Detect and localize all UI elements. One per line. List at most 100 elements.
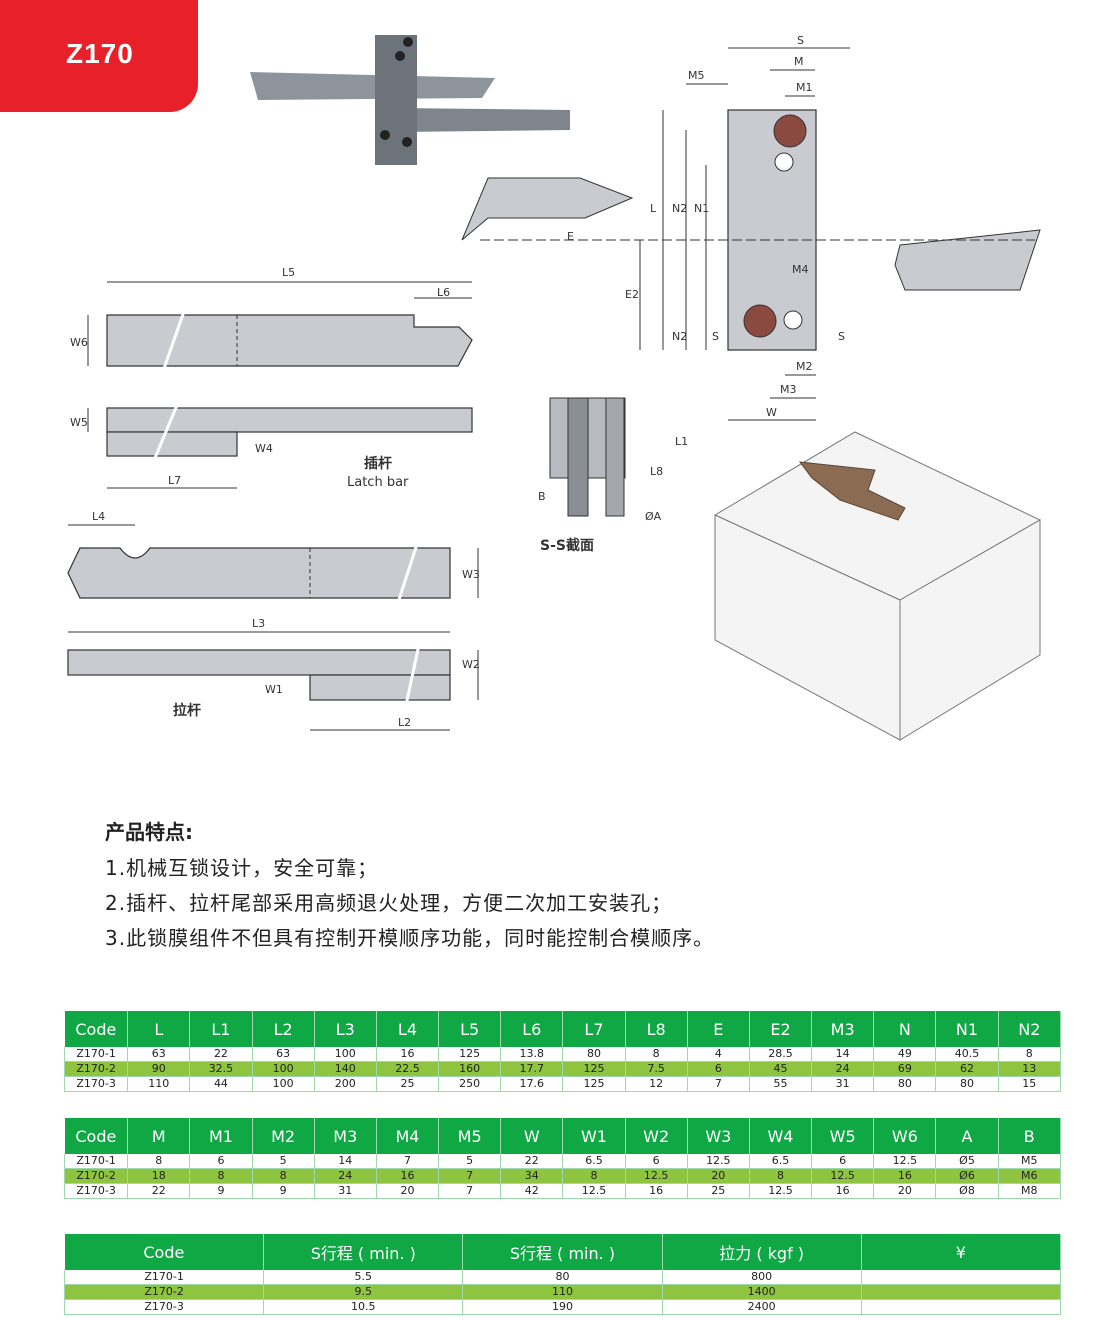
table-cell: 6 bbox=[189, 1154, 253, 1169]
table-cell: 6 bbox=[811, 1154, 875, 1169]
dim-M2: M2 bbox=[796, 360, 813, 373]
table-cell: Z170-1 bbox=[63, 1154, 129, 1169]
table-cell: 14 bbox=[314, 1154, 377, 1169]
column-header: B bbox=[998, 1118, 1062, 1154]
table-cell: 25 bbox=[376, 1076, 440, 1092]
column-header: W5 bbox=[811, 1118, 875, 1154]
column-header: L1 bbox=[189, 1011, 253, 1047]
column-header: 拉力 ( kgf ) bbox=[662, 1234, 862, 1270]
feature-item: 1.机械互锁设计，安全可靠； bbox=[105, 856, 379, 880]
dim-M: M bbox=[794, 55, 804, 68]
column-header: M2 bbox=[252, 1118, 315, 1154]
column-header: M3 bbox=[314, 1118, 377, 1154]
table-cell: 80 bbox=[935, 1076, 999, 1092]
table-cell: 200 bbox=[314, 1076, 377, 1092]
latch-bar-drawing bbox=[106, 314, 473, 457]
dim-W: W bbox=[766, 406, 777, 419]
column-header: W1 bbox=[562, 1118, 626, 1154]
table-cell: 13.8 bbox=[500, 1047, 564, 1062]
table-cell: Z170-1 bbox=[63, 1047, 129, 1062]
table-cell: Ø6 bbox=[935, 1168, 999, 1184]
column-header: S行程 ( min. ) bbox=[462, 1234, 663, 1270]
table-cell: 8 bbox=[189, 1168, 253, 1184]
column-header: W3 bbox=[687, 1118, 750, 1154]
table-cell: 125 bbox=[562, 1076, 626, 1092]
table-cell: 125 bbox=[438, 1047, 502, 1062]
table-cell: 18 bbox=[127, 1168, 191, 1184]
table-cell: 32.5 bbox=[189, 1061, 253, 1077]
technical-drawing: L5 L6 W6 W5 W4 L7 插杆 Latch bar L4 L3 W3 … bbox=[67, 34, 1042, 741]
table-cell: 44 bbox=[189, 1076, 253, 1092]
table-cell: 12.5 bbox=[811, 1168, 875, 1184]
table-cell: 24 bbox=[314, 1168, 377, 1184]
product-photo bbox=[250, 35, 570, 165]
column-header: M5 bbox=[438, 1118, 502, 1154]
table-cell: 110 bbox=[127, 1076, 191, 1092]
dim-N2-bottom: N2 bbox=[672, 330, 687, 343]
table-cell: 100 bbox=[252, 1076, 315, 1092]
table-cell: 16 bbox=[811, 1183, 875, 1199]
table-cell: 31 bbox=[811, 1076, 875, 1092]
table-cell: 12.5 bbox=[562, 1183, 626, 1199]
table-cell: 9 bbox=[189, 1183, 253, 1199]
table-cell: 6 bbox=[625, 1154, 688, 1169]
table-cell: 8 bbox=[749, 1168, 813, 1184]
dim-E2: E2 bbox=[625, 288, 639, 301]
table-cell: 8 bbox=[562, 1168, 626, 1184]
column-header: M3 bbox=[811, 1011, 875, 1047]
column-header: E2 bbox=[749, 1011, 813, 1047]
table-cell: 8 bbox=[625, 1047, 688, 1062]
column-header: N1 bbox=[935, 1011, 999, 1047]
column-header: W4 bbox=[749, 1118, 813, 1154]
dim-L5: L5 bbox=[282, 266, 295, 279]
table-cell: 7 bbox=[376, 1154, 440, 1169]
table-cell: 22 bbox=[500, 1154, 564, 1169]
table-cell: 12.5 bbox=[749, 1183, 813, 1199]
table-cell: Ø5 bbox=[935, 1154, 999, 1169]
table-cell: 22 bbox=[189, 1047, 253, 1062]
column-header: W2 bbox=[625, 1118, 688, 1154]
table-cell: 6.5 bbox=[562, 1154, 626, 1169]
dim-L6: L6 bbox=[437, 286, 450, 299]
dim-M3: M3 bbox=[780, 383, 797, 396]
dim-S-right: S bbox=[838, 330, 845, 343]
column-header: A bbox=[935, 1118, 999, 1154]
table-cell: 800 bbox=[662, 1270, 862, 1285]
column-header: M bbox=[127, 1118, 191, 1154]
table-cell: 140 bbox=[314, 1061, 377, 1077]
column-header: ¥ bbox=[861, 1234, 1062, 1270]
table-cell: 2400 bbox=[662, 1299, 862, 1315]
table-cell: 14 bbox=[811, 1047, 875, 1062]
table-cell: Z170-3 bbox=[63, 1299, 265, 1315]
table-cell: 20 bbox=[687, 1168, 750, 1184]
table-cell: 8 bbox=[127, 1154, 191, 1169]
dim-W5: W5 bbox=[70, 416, 88, 429]
latch-bar-cn-label: 插杆 bbox=[364, 455, 392, 472]
dim-L: L bbox=[650, 202, 657, 215]
table-cell: 16 bbox=[873, 1168, 937, 1184]
table-cell: 17.6 bbox=[500, 1076, 564, 1092]
dim-A: ØA bbox=[645, 510, 662, 523]
table-cell bbox=[861, 1270, 1062, 1285]
dim-W4: W4 bbox=[255, 442, 273, 455]
table-cell bbox=[861, 1299, 1062, 1315]
table-cell: 25 bbox=[687, 1183, 750, 1199]
column-header: W bbox=[500, 1118, 564, 1154]
column-header: L5 bbox=[438, 1011, 502, 1047]
table-cell: 13 bbox=[998, 1061, 1062, 1077]
dim-E: E bbox=[567, 230, 574, 243]
table-cell: Z170-3 bbox=[63, 1183, 129, 1199]
dim-W1: W1 bbox=[265, 683, 283, 696]
dim-M5: M5 bbox=[688, 69, 705, 82]
column-header: L bbox=[127, 1011, 191, 1047]
table-cell: 20 bbox=[376, 1183, 440, 1199]
table-cell: 34 bbox=[500, 1168, 564, 1184]
feature-item: 2.插杆、拉杆尾部采用高频退火处理，方便二次加工安装孔； bbox=[105, 891, 673, 915]
features-heading: 产品特点: bbox=[105, 820, 193, 844]
